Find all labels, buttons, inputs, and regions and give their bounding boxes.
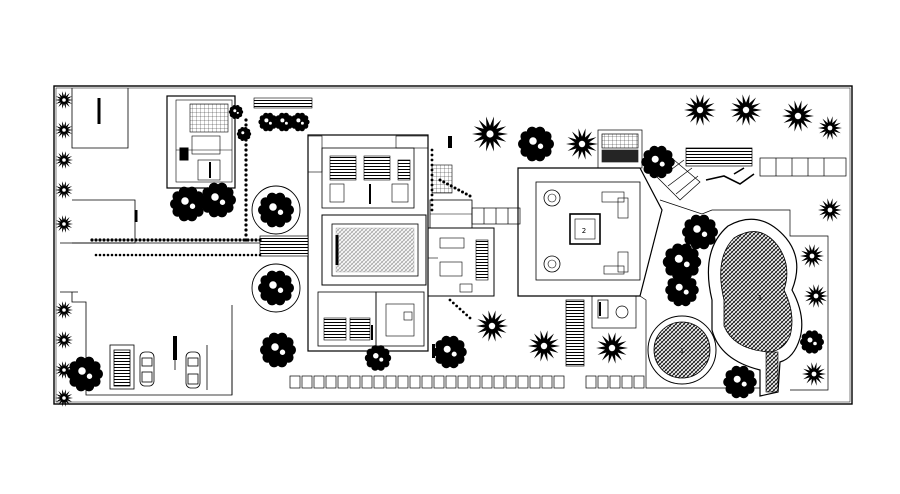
car-icon [185, 351, 201, 389]
tree-icon [170, 186, 206, 222]
tree-icon [641, 145, 675, 179]
pool-number: 1 [758, 294, 762, 302]
parking-area [109, 344, 208, 390]
palm-icon [800, 244, 824, 268]
palm-icon [818, 116, 842, 140]
furniture-marks [173, 136, 452, 360]
swimming-pool [707, 218, 803, 397]
tree-icon [800, 330, 824, 354]
palm-icon [818, 198, 842, 222]
living-room-wing [427, 164, 495, 297]
palm-icon [55, 215, 73, 233]
palm-icon [684, 94, 716, 126]
tree-icon [258, 192, 294, 228]
pavilion-number: 2 [582, 227, 586, 235]
site-boundary [53, 85, 853, 405]
palm-icon [55, 91, 73, 109]
tree-icon [274, 112, 294, 132]
palm-icon [472, 116, 508, 152]
tree-icon [258, 270, 294, 306]
tree-icon [665, 273, 699, 307]
tree-icon [364, 345, 392, 371]
palm-icon [55, 151, 73, 169]
tree-icon [236, 127, 252, 141]
palm-icon [596, 332, 628, 364]
service-house [166, 95, 236, 189]
palm-icon [730, 94, 762, 126]
landscape-palms [55, 91, 842, 407]
upper-hedge [253, 97, 313, 109]
car-icon [139, 351, 155, 387]
tree-icon [67, 356, 103, 392]
palm-icon [55, 361, 73, 379]
pool-deck [639, 199, 829, 391]
hedge-rows [90, 118, 472, 320]
tree-icon [682, 214, 718, 250]
walkways [259, 207, 521, 257]
tree-icon [260, 332, 296, 368]
tree-icon [200, 182, 236, 218]
palm-icon [55, 389, 73, 407]
tree-beds [251, 185, 301, 313]
palm-icon [782, 100, 814, 132]
tree-icon [290, 112, 310, 132]
landscape-trees [67, 105, 824, 399]
tree-icon [433, 335, 467, 369]
tree-icon [228, 105, 244, 119]
tree-icon [258, 112, 278, 132]
pavilion [517, 167, 663, 297]
south-pavers [289, 375, 645, 389]
pump-room [565, 295, 637, 367]
main-hall-number: 1 [680, 348, 684, 355]
round-deck [647, 315, 717, 385]
palm-icon [55, 181, 73, 199]
palm-icon [802, 362, 826, 386]
palm-icon [55, 301, 73, 319]
palm-icon [804, 284, 828, 308]
tree-icon [723, 365, 757, 399]
palm-icon [55, 331, 73, 349]
main-house [307, 134, 429, 352]
tree-icon [662, 243, 702, 281]
tree-icon [518, 126, 554, 162]
palm-icon [566, 128, 598, 160]
palm-icon [528, 330, 560, 362]
palm-icon [55, 121, 73, 139]
pavilion-steps [597, 129, 847, 201]
palm-icon [476, 310, 508, 342]
